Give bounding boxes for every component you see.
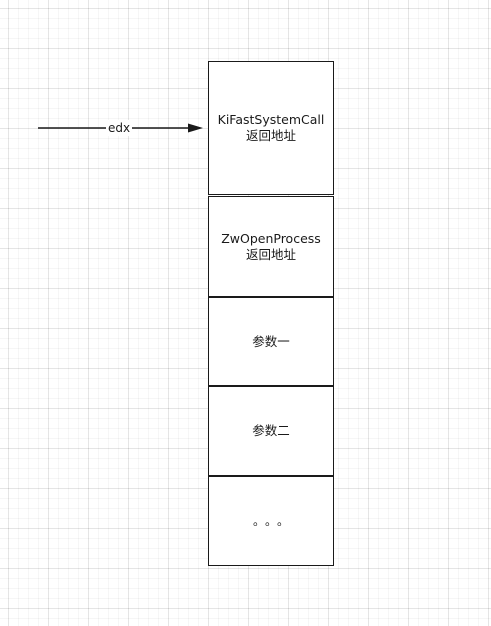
ellipsis-label: 。。。 — [252, 514, 295, 528]
stack-frame-zwopenprocess-return: ZwOpenProcess 返回地址 — [208, 196, 334, 297]
frame-function-name: KiFastSystemCall — [217, 112, 325, 127]
stack-frame-param-1: 参数一 — [208, 297, 334, 386]
frame-param-label: 参数一 — [252, 333, 290, 349]
frame-param-label: 参数二 — [252, 423, 290, 438]
frame-function-name: ZwOpenProcess — [221, 230, 321, 246]
edx-label: edx — [106, 120, 133, 136]
stack-frame-kifastsystemcall-return: KiFastSystemCall 返回地址 — [208, 61, 334, 195]
frame-return-address-label: 返回地址 — [245, 128, 296, 143]
stack-frame-ellipsis: 。。。 — [208, 476, 334, 566]
frame-return-address-label: 返回地址 — [245, 246, 296, 262]
arrow-head — [188, 123, 203, 133]
stack-frame-param-2: 参数二 — [208, 386, 334, 476]
